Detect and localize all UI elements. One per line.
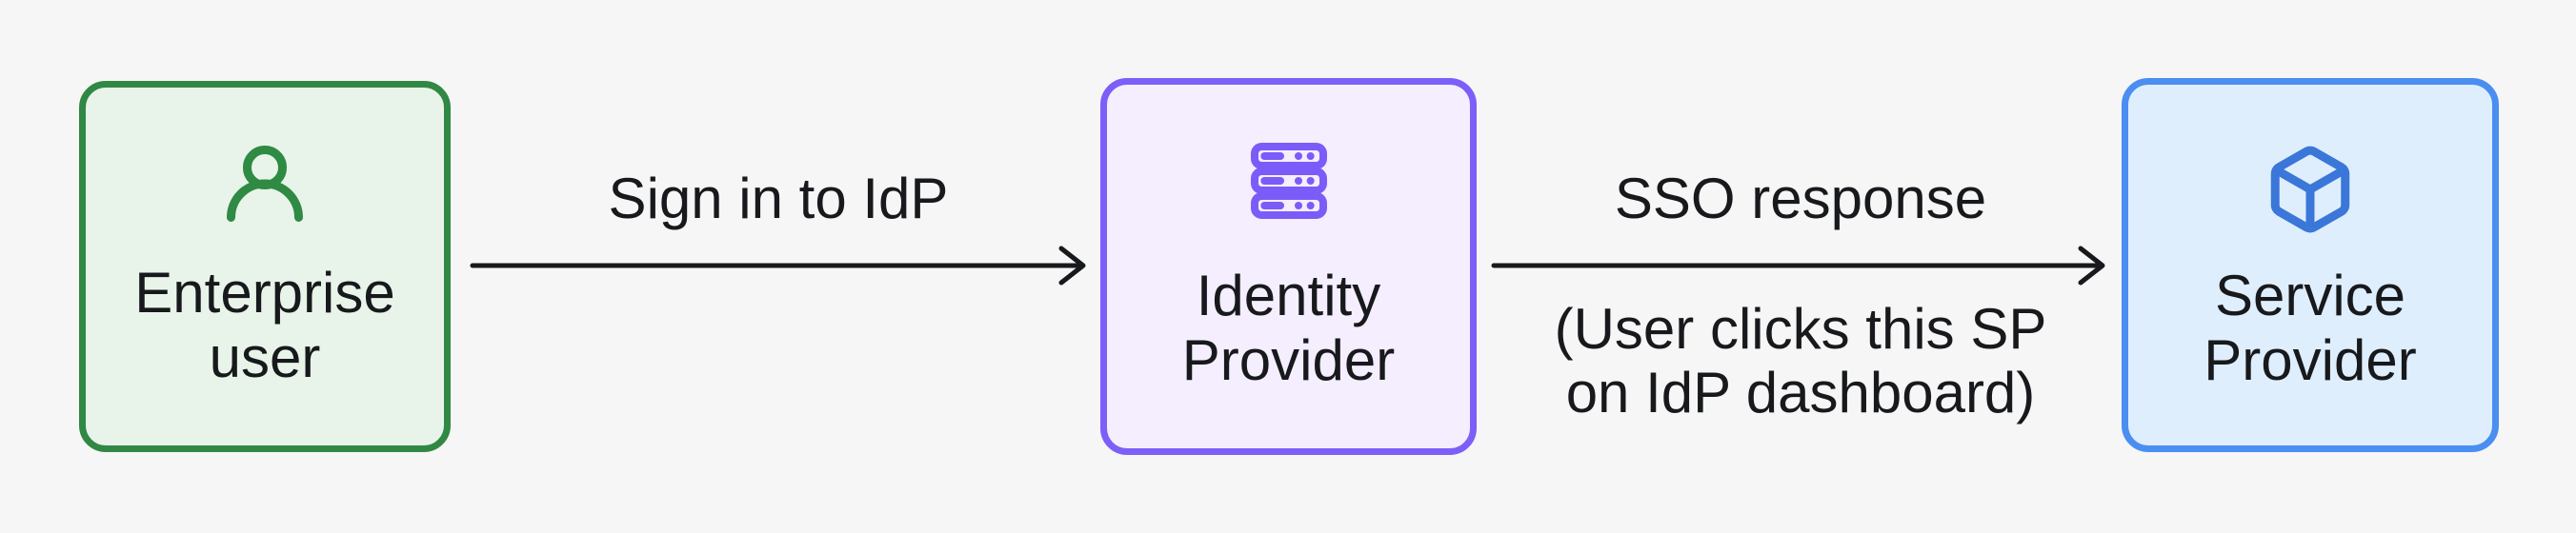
node-label-service-provider: Service Provider bbox=[2109, 264, 2511, 393]
node-label-line: Identity bbox=[1196, 264, 1381, 327]
edge-note-line: on IdP dashboard) bbox=[1565, 361, 2036, 424]
edge-label-sign-in-to-idp: Sign in to IdP bbox=[608, 167, 949, 230]
cube-icon bbox=[2270, 146, 2350, 233]
node-label-line: Enterprise bbox=[134, 261, 395, 325]
edge-note-sso-response: (User clicks this SP on IdP dashboard) bbox=[1465, 297, 2136, 424]
node-label-identity-provider: Identity Provider bbox=[1088, 264, 1489, 393]
node-identity-provider: Identity Provider bbox=[1100, 78, 1477, 455]
node-label-line: Service bbox=[2214, 264, 2406, 327]
node-label-line: user bbox=[209, 326, 321, 389]
node-enterprise-user: Enterprise user bbox=[79, 81, 451, 452]
server-icon bbox=[1250, 143, 1327, 219]
node-service-provider: Service Provider bbox=[2122, 78, 2499, 452]
arrow-sso-response bbox=[1491, 246, 2105, 286]
user-icon bbox=[227, 146, 303, 222]
node-label-enterprise-user: Enterprise user bbox=[67, 261, 463, 390]
arrow-sign-in-to-idp bbox=[470, 246, 1086, 286]
edge-label-sso-response: SSO response bbox=[1614, 167, 1987, 230]
node-label-line: Provider bbox=[2204, 328, 2417, 392]
node-label-line: Provider bbox=[1181, 328, 1396, 392]
edge-note-line: (User clicks this SP bbox=[1554, 297, 2047, 361]
